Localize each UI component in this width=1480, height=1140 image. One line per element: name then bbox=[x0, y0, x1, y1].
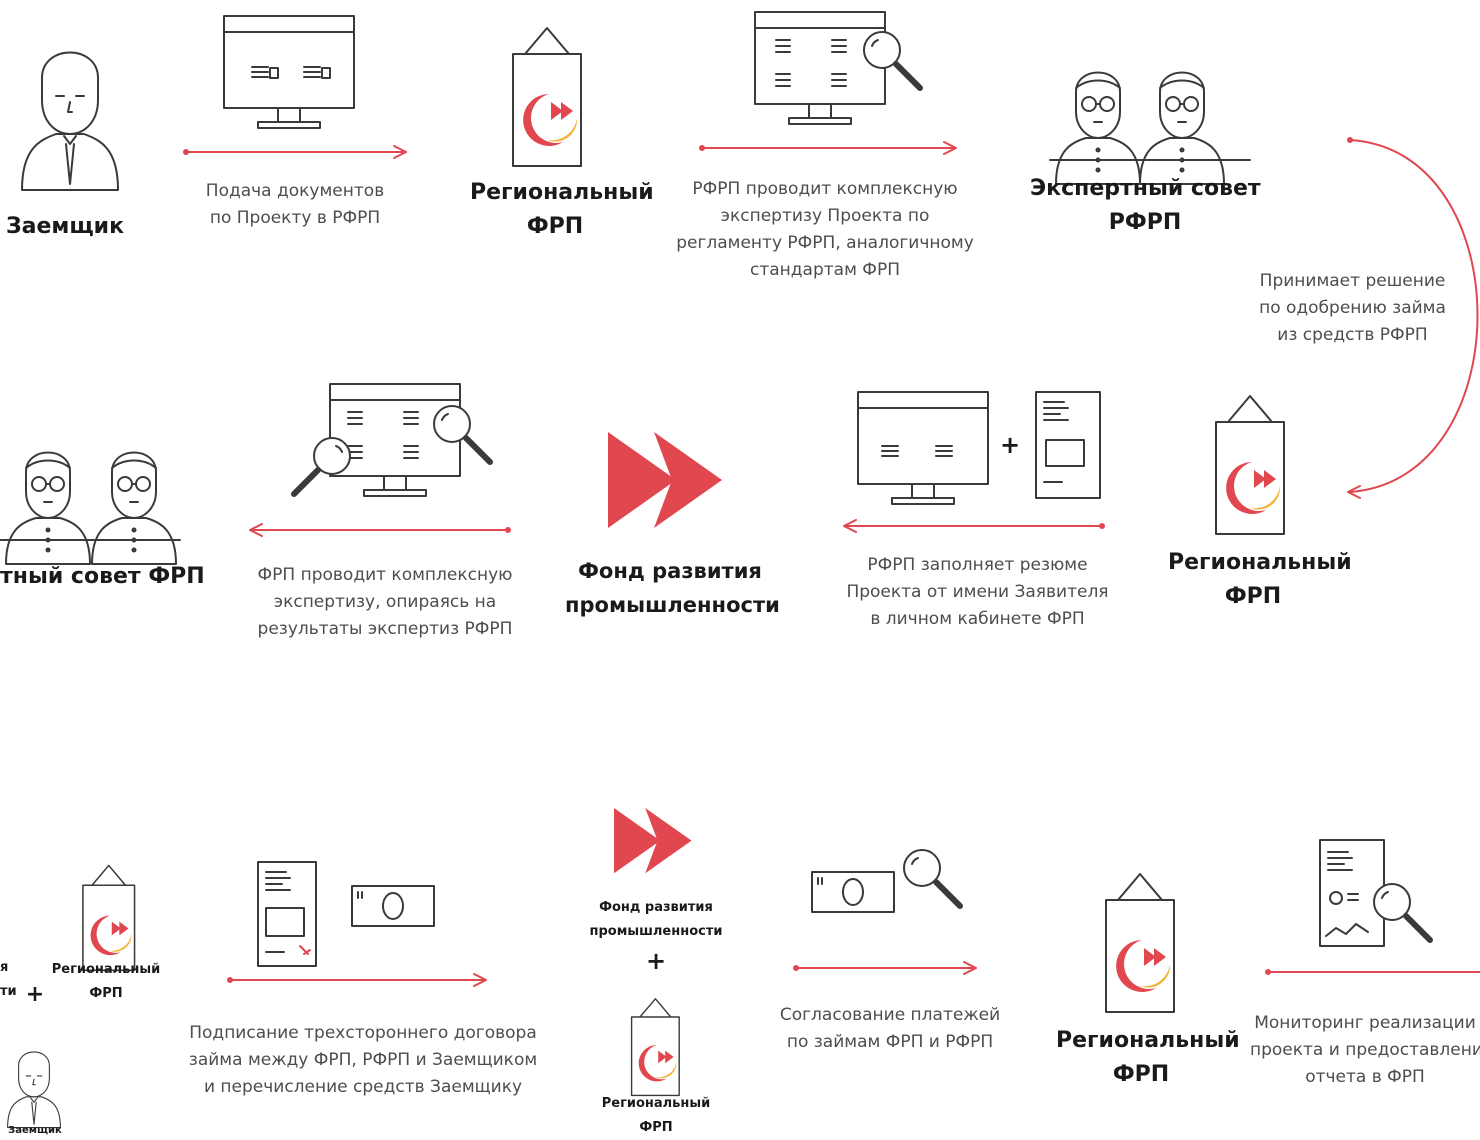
step-decision-line: Принимает решение bbox=[1259, 271, 1446, 291]
left-partial-fund-line: я bbox=[0, 960, 9, 975]
step-resume-line: РФРП заполняет резюме bbox=[867, 555, 1088, 575]
center-regional-label: Региональный ФРП bbox=[596, 1092, 716, 1140]
center-fund-line: Фонд развития bbox=[599, 900, 713, 915]
expert-council-rfrp-line: Экспертный совет bbox=[1030, 176, 1261, 201]
step-resume-line: Проекта от имени Заявителя bbox=[846, 582, 1109, 602]
step-rfrp-expertise-line: экспертизу Проекта по bbox=[720, 206, 930, 226]
center-regional-line: ФРП bbox=[639, 1120, 673, 1135]
step-payments-line: Согласование платежей bbox=[779, 1005, 1001, 1025]
left-partial-fund-line: ти bbox=[0, 984, 17, 999]
step-frp-expertise-line: ФРП проводит комплексную bbox=[257, 565, 513, 585]
regional-frp-line: ФРП bbox=[1224, 584, 1282, 609]
left-partial-fund-label: я ти bbox=[0, 956, 20, 1004]
step-rfrp-expertise-line: стандартам ФРП bbox=[750, 260, 900, 280]
expert-council-frp-label: тный совет ФРП bbox=[0, 564, 205, 589]
plus-sign-center: + bbox=[645, 947, 667, 975]
borrower-label: Заемщик bbox=[5, 214, 125, 239]
step-decision-text: Принимает решение по одобрению займа из … bbox=[1240, 268, 1465, 349]
center-fund-label: Фонд развития промышленности bbox=[586, 896, 726, 944]
step-frp-expertise-line: экспертизу, опираясь на bbox=[273, 592, 497, 612]
regional-frp-label-row3: Региональный ФРП bbox=[1056, 1024, 1240, 1092]
plus-sign: + bbox=[999, 431, 1021, 459]
step-frp-expertise-text: ФРП проводит комплексную экспертизу, опи… bbox=[240, 562, 530, 643]
fund-name-line: промышленности bbox=[565, 593, 780, 617]
center-regional-line: Региональный bbox=[601, 1096, 711, 1111]
regional-frp-line: Региональный bbox=[1056, 1028, 1240, 1053]
left-borrower-label: Заемщик bbox=[8, 1125, 62, 1136]
step-frp-expertise-line: результаты экспертиз РФРП bbox=[257, 619, 513, 639]
step-payments-text: Согласование платежей по займам ФРП и РФ… bbox=[770, 1002, 1010, 1056]
step-payments-line: по займам ФРП и РФРП bbox=[786, 1032, 994, 1052]
plus-sign-left: + bbox=[25, 982, 45, 1007]
step-submit-line: Подача документов bbox=[205, 181, 385, 201]
step-monitoring-line: отчета в ФРП bbox=[1305, 1067, 1425, 1087]
left-regional-line: ФРП bbox=[89, 986, 123, 1001]
expert-council-rfrp-line: РФРП bbox=[1108, 210, 1182, 235]
left-regional-line: Региональный bbox=[51, 962, 161, 977]
step-sign-line: и перечисление средств Заемщику bbox=[203, 1077, 523, 1097]
fund-name-line: Фонд развития bbox=[578, 559, 762, 583]
step-rfrp-expertise-text: РФРП проводит комплексную экспертизу Про… bbox=[660, 176, 990, 284]
step-monitoring-line: проекта и предоставлени bbox=[1250, 1040, 1480, 1060]
regional-frp-line: Региональный bbox=[1168, 550, 1352, 575]
regional-frp-line: ФРП bbox=[1112, 1062, 1170, 1087]
regional-frp-label-row2: Региональный ФРП bbox=[1168, 546, 1352, 614]
step-sign-text: Подписание трехстороннего договора займа… bbox=[186, 1020, 540, 1101]
step-sign-line: Подписание трехстороннего договора bbox=[189, 1023, 537, 1043]
expert-council-rfrp-label: Экспертный совет РФРП bbox=[1030, 172, 1261, 240]
fund-name-label: Фонд развития промышленности bbox=[565, 554, 780, 622]
step-rfrp-expertise-line: регламенту РФРП, аналогичному bbox=[676, 233, 974, 253]
regional-frp-line: Региональный bbox=[470, 180, 654, 205]
step-sign-line: займа между ФРП, РФРП и Заемщиком bbox=[188, 1050, 538, 1070]
step-submit-text: Подача документов по Проекту в РФРП bbox=[170, 178, 420, 232]
step-resume-text: РФРП заполняет резюме Проекта от имени З… bbox=[830, 552, 1125, 633]
step-resume-line: в личном кабинете ФРП bbox=[870, 609, 1085, 629]
left-regional-label: Региональный ФРП bbox=[50, 958, 162, 1006]
step-rfrp-expertise-line: РФРП проводит комплексную bbox=[692, 179, 958, 199]
step-monitoring-text: Мониторинг реализации проекта и предоста… bbox=[1250, 1010, 1480, 1091]
regional-frp-line: ФРП bbox=[526, 214, 584, 239]
center-fund-line: промышленности bbox=[589, 924, 723, 939]
step-decision-line: из средств РФРП bbox=[1277, 325, 1428, 345]
step-decision-line: по одобрению займа bbox=[1259, 298, 1446, 318]
step-monitoring-line: Мониторинг реализации bbox=[1254, 1013, 1476, 1033]
step-submit-line: по Проекту в РФРП bbox=[209, 208, 381, 228]
regional-frp-label: Региональный ФРП bbox=[470, 176, 654, 244]
